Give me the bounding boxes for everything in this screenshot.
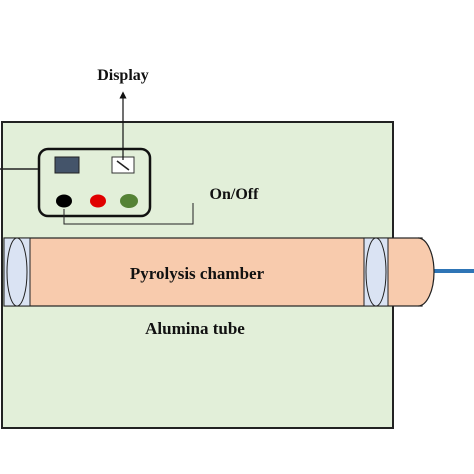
control-panel [37, 147, 152, 218]
on-off-bracket [63, 203, 194, 225]
on-off-label: On/Off [210, 186, 260, 203]
button-red[interactable] [90, 194, 106, 208]
tube-label: Alumina tube [145, 319, 245, 338]
right-end-cap [363, 237, 389, 307]
button-black[interactable] [56, 194, 72, 208]
left-end-cap [3, 237, 31, 307]
pyrolysis-chamber [3, 237, 423, 307]
chamber-label: Pyrolysis chamber [130, 264, 265, 283]
button-green[interactable] [120, 194, 138, 208]
alumina-tube [3, 237, 435, 307]
display-screen-icon [54, 156, 80, 174]
display-label: Display [97, 67, 149, 84]
tube-right-end [417, 237, 435, 307]
